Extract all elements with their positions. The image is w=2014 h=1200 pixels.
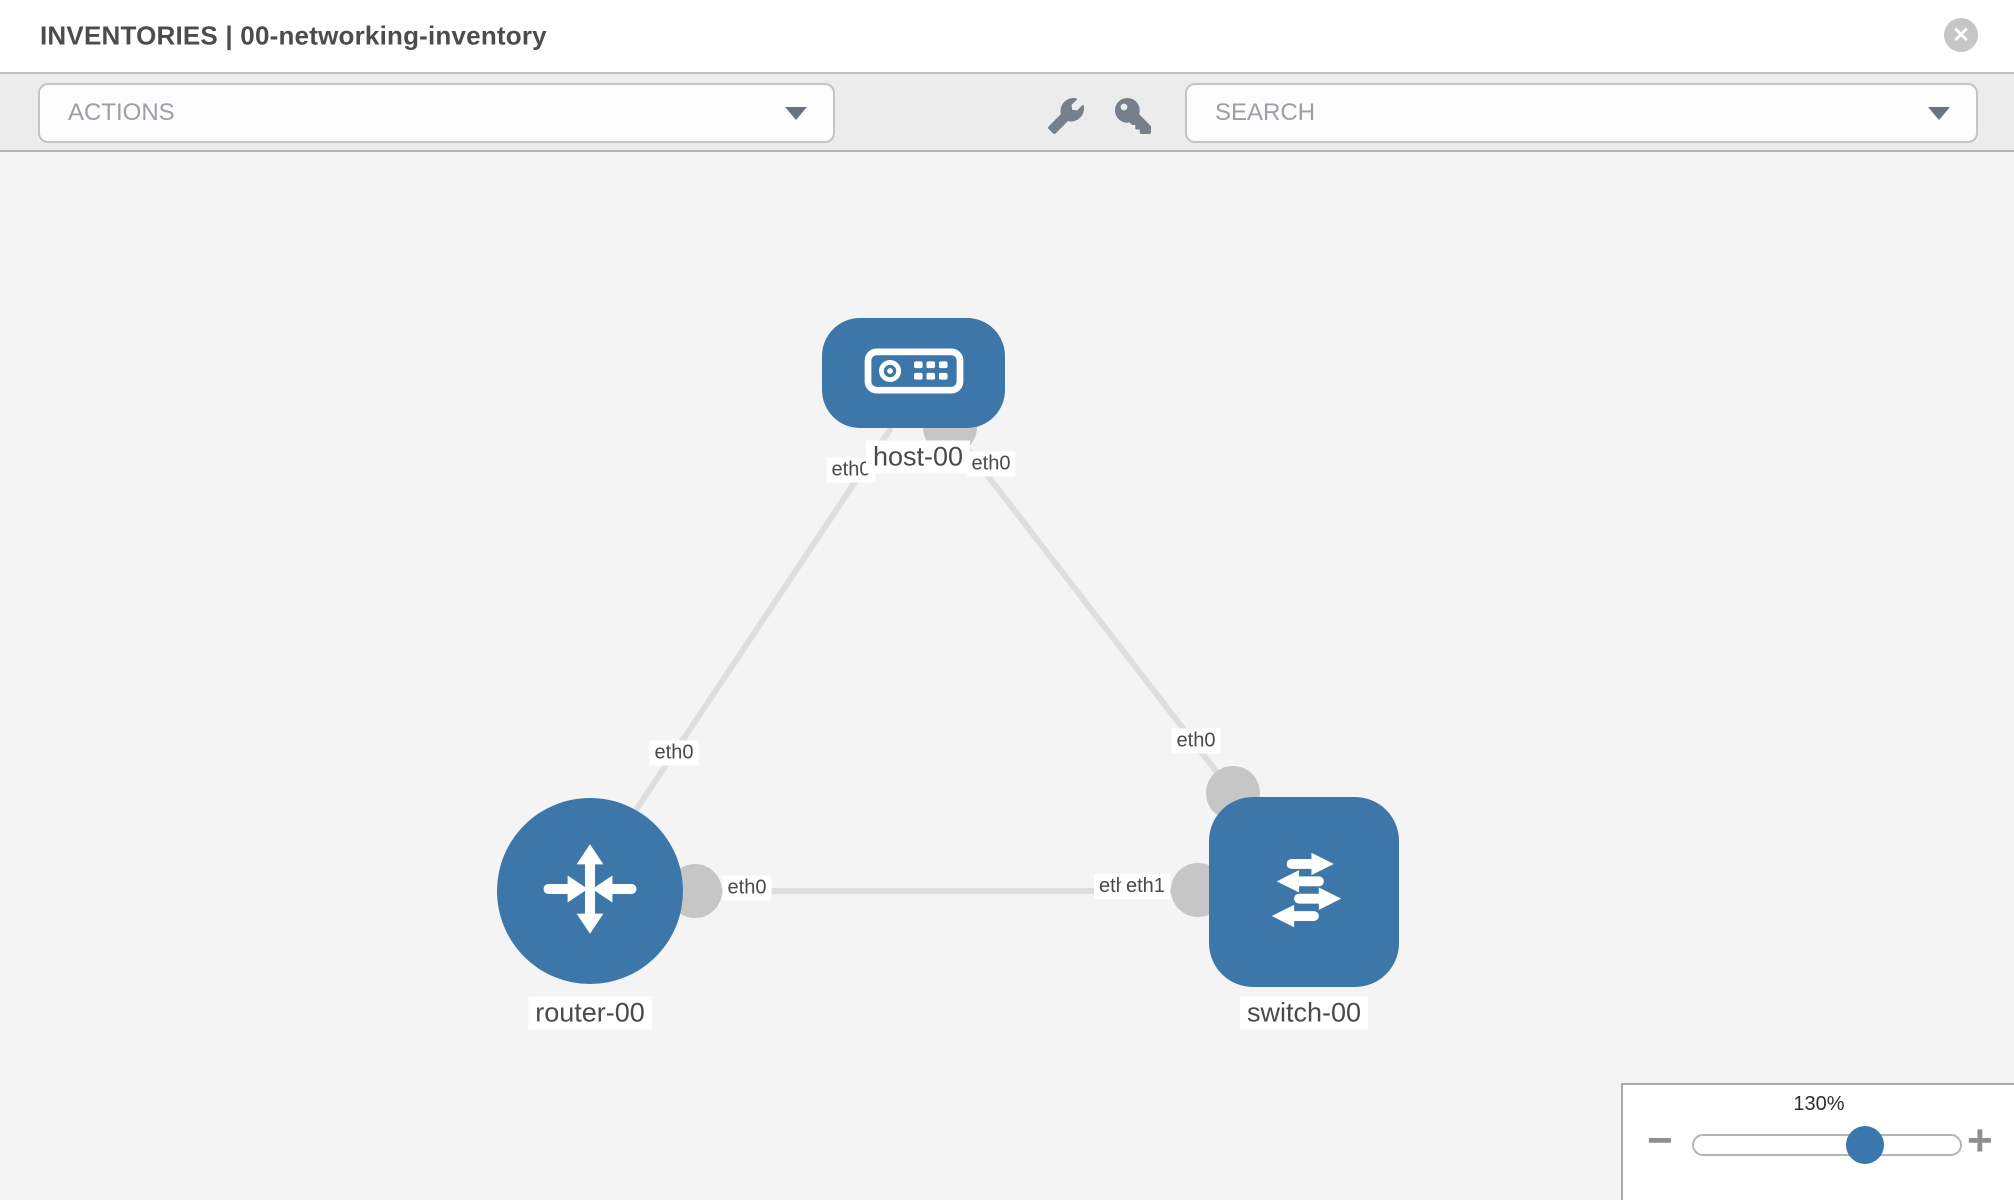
node-label-router-00: router-00 [528,996,652,1030]
node-label-switch-00: switch-00 [1239,996,1369,1030]
chevron-down-icon [785,107,807,120]
toolbar: ACTIONS SEARCH [0,72,2014,152]
node-switch-00[interactable] [1209,797,1399,987]
zoom-slider-thumb[interactable] [1846,1126,1884,1164]
node-router-00[interactable] [497,798,683,984]
host-icon [864,347,964,399]
actions-dropdown[interactable]: ACTIONS [38,83,835,143]
iface-label-switch-eth0-up: eth0 [1171,728,1221,754]
iface-label-router-eth0-up: eth0 [649,740,699,766]
header: INVENTORIES | 00-networking-inventory ✕ [0,0,2014,72]
page-title: INVENTORIES | 00-networking-inventory [40,20,547,51]
chevron-down-icon [1928,107,1950,120]
topology-canvas[interactable]: host-00 router-00 switch-00 eth0 eth0 et… [0,152,2014,1200]
zoom-in-button[interactable]: + [1967,1116,1993,1165]
key-icon[interactable] [1115,98,1151,134]
router-icon [534,833,646,950]
node-label-host-00: host-00 [865,440,971,474]
switch-icon [1242,828,1366,957]
close-icon[interactable]: ✕ [1944,18,1978,52]
zoom-panel: 130% − + [1621,1083,2014,1200]
search-dropdown-label: SEARCH [1215,99,1316,126]
wrench-icon[interactable] [1048,98,1084,134]
topology-links-layer [633,425,1236,894]
iface-label-host-eth0-left: eth0 [826,457,876,483]
zoom-level: 130% [1793,1093,1845,1115]
node-host-00[interactable] [822,318,1005,428]
zoom-out-button[interactable]: − [1647,1116,1673,1165]
actions-dropdown-label: ACTIONS [68,99,175,126]
iface-label-switch-eth1: eth1 [1121,874,1170,899]
iface-label-host-eth0-right: eth0 [966,451,1016,477]
iface-label-router-eth0: eth0 [722,875,772,901]
zoom-slider-track[interactable] [1692,1134,1962,1156]
search-dropdown[interactable]: SEARCH [1185,83,1978,143]
